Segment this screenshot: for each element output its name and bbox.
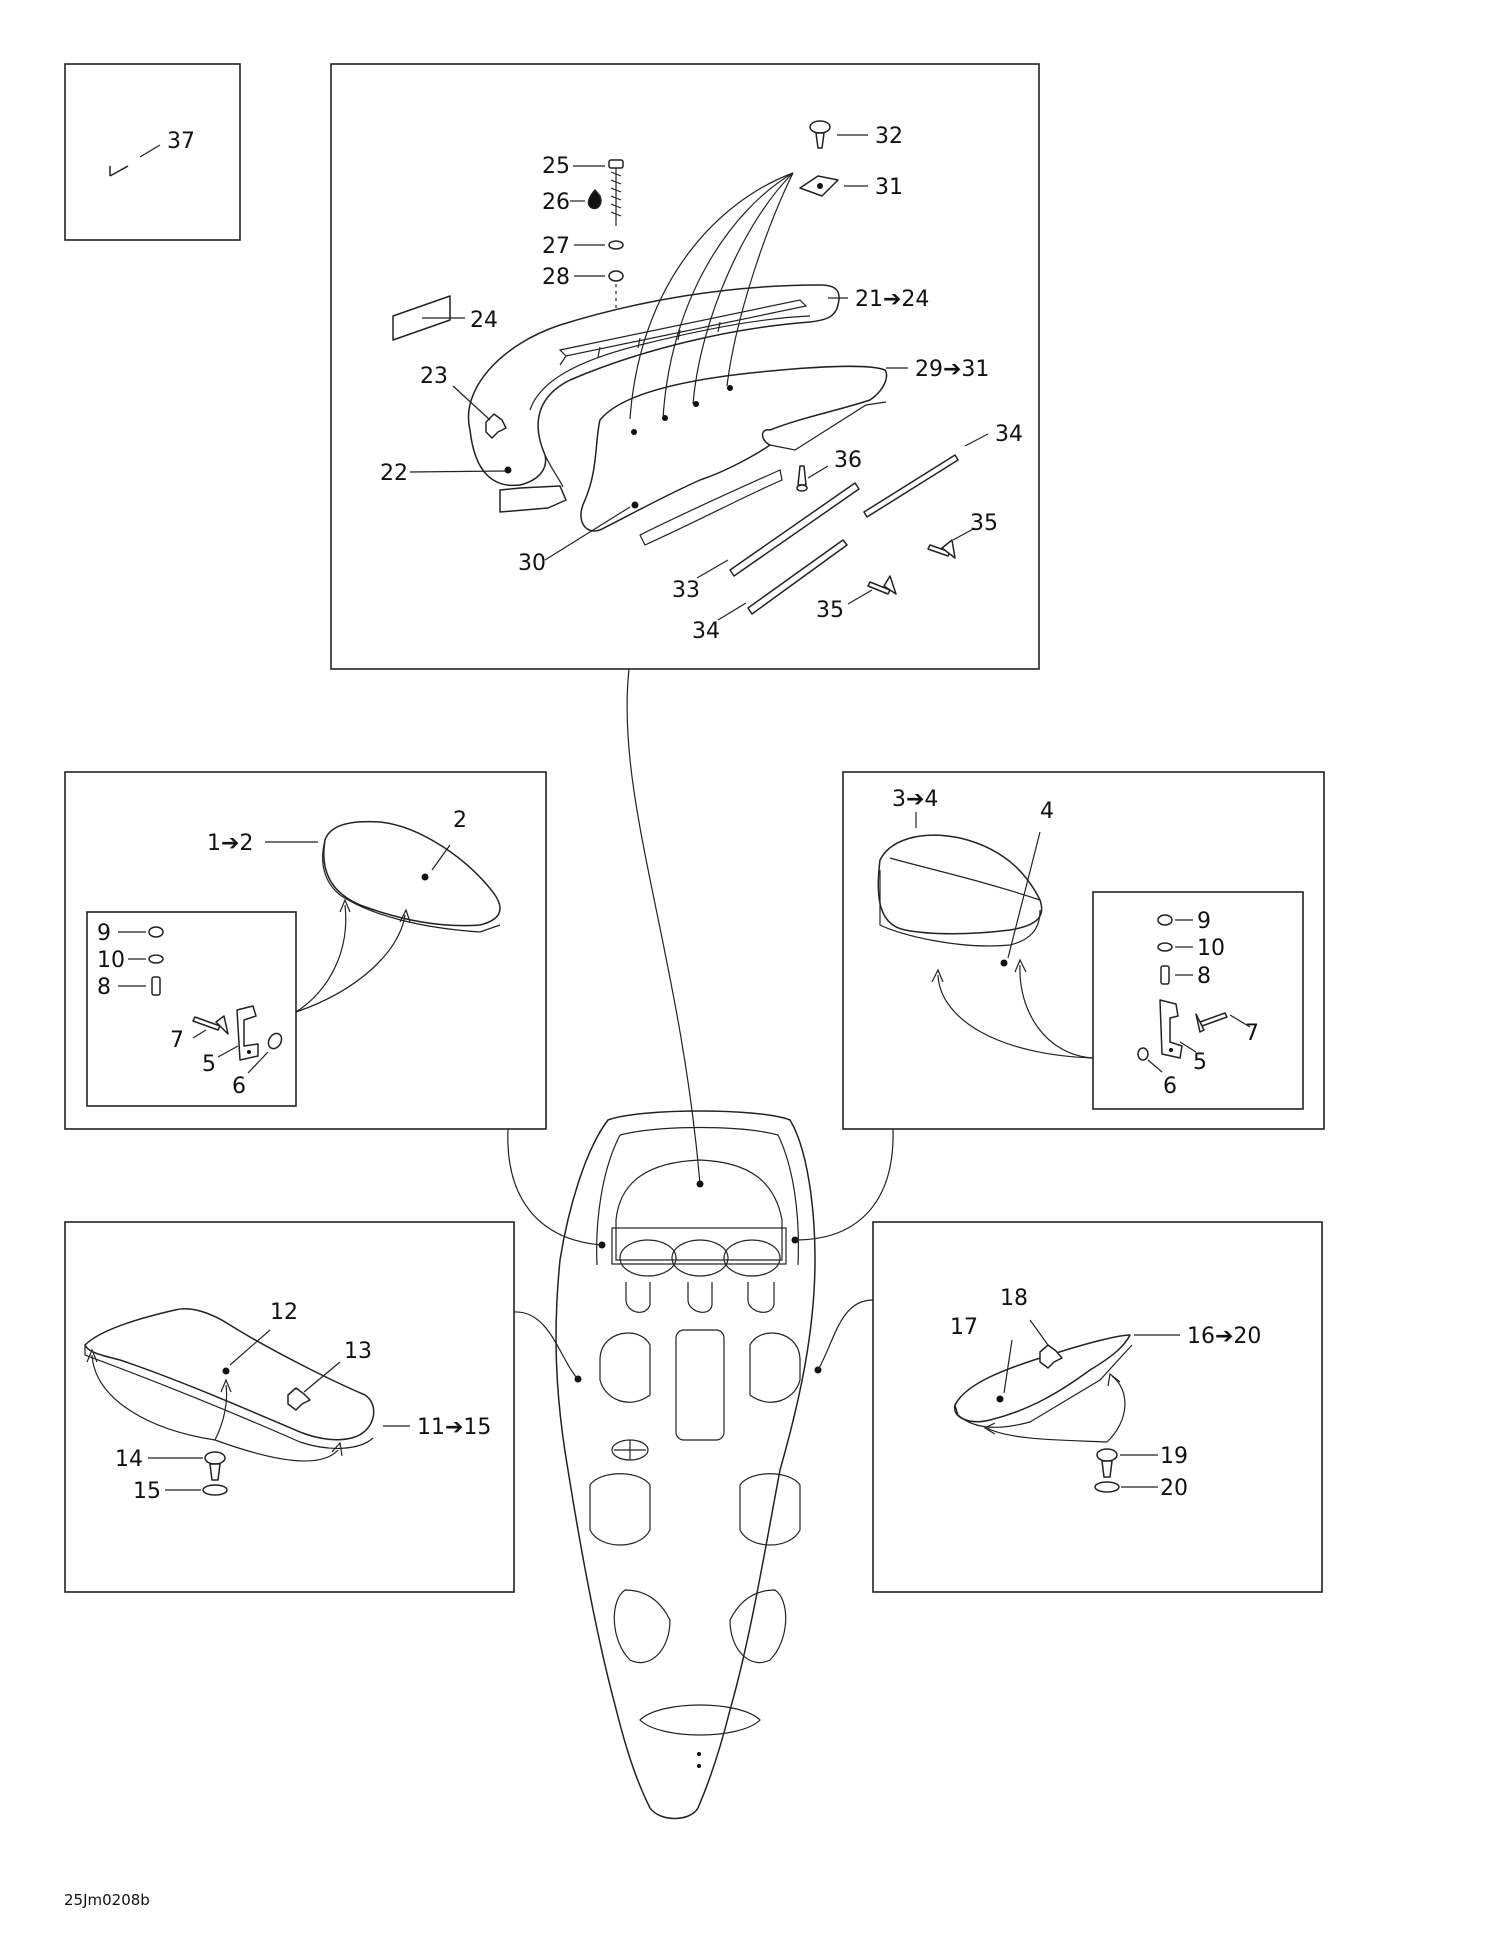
part-37-bracket [109, 165, 129, 177]
part-14-push-clip [204, 1451, 226, 1481]
callout-22: 22 [380, 461, 408, 486]
panel-left-seat: 2 1➔2 9 10 8 7 5 6 [64, 771, 547, 1130]
callout-3-4: 3➔4 [892, 787, 938, 812]
part-19-push-clip [1096, 1448, 1118, 1478]
callout-20: 20 [1160, 1476, 1188, 1501]
hull-deck-overview [555, 1110, 822, 1820]
part-12-long-seat-cushion [84, 1308, 375, 1449]
part-34-trim-strip-lower [747, 539, 848, 615]
part-10-washer [148, 954, 164, 964]
callout-35-lower: 35 [816, 598, 844, 623]
part-5-bracket-left [236, 1005, 259, 1061]
callout-5-left: 5 [202, 1052, 216, 1077]
part-27-washer [608, 240, 624, 250]
callout-34-lower: 34 [692, 619, 720, 644]
callout-19: 19 [1160, 1444, 1188, 1469]
callout-8-left: 8 [97, 975, 111, 1000]
callout-24: 24 [470, 308, 498, 333]
callout-6-right: 6 [1163, 1074, 1177, 1099]
panel-rear-seat: 25 26 27 28 24 22 23 [330, 63, 1040, 670]
part-9-nut [148, 926, 164, 938]
panel-right-seat: 4 3➔4 9 10 8 7 5 6 [842, 771, 1325, 1130]
callout-10-right: 10 [1197, 936, 1225, 961]
part-23-emblem [485, 413, 507, 439]
callout-26: 26 [542, 190, 570, 215]
callout-11-15: 11➔15 [417, 1415, 491, 1440]
callout-2: 2 [453, 808, 467, 833]
panel-bow-seat-left: 12 13 11➔15 14 15 [64, 1221, 515, 1593]
part-8-spacer-right [1160, 965, 1170, 985]
panel-part-37: 37 [64, 63, 241, 241]
part-28-washer [608, 270, 624, 282]
panel-bow-seat-right: 17 18 16➔20 19 20 [872, 1221, 1323, 1593]
part-5-bracket-right [1159, 999, 1183, 1059]
callout-6-left: 6 [232, 1074, 246, 1099]
callout-31: 31 [875, 175, 903, 200]
part-13-emblem [287, 1387, 311, 1411]
callout-8-right: 8 [1197, 964, 1211, 989]
part-22-seat-cushion [467, 284, 840, 513]
callout-32: 32 [875, 124, 903, 149]
part-15-washer [202, 1484, 228, 1496]
part-24-decal [392, 295, 451, 341]
part-9-nut-right [1157, 914, 1173, 926]
callout-9-left: 9 [97, 921, 111, 946]
callout-7-right: 7 [1245, 1021, 1259, 1046]
callout-25: 25 [542, 154, 570, 179]
callout-4-right: 4 [1040, 799, 1054, 824]
part-35-rivet-right [927, 539, 956, 559]
part-35-rivet-lower [867, 575, 897, 595]
part-30-seat-base [580, 365, 888, 546]
callout-14: 14 [115, 1447, 143, 1472]
part-8-spacer [151, 976, 161, 996]
part-26-threadlocker-drop [587, 189, 602, 210]
callout-30: 30 [518, 551, 546, 576]
callout-7-left: 7 [170, 1028, 184, 1053]
part-10-washer-right [1157, 942, 1173, 952]
callout-21-24: 21➔24 [855, 287, 929, 312]
connector-lines [507, 668, 894, 1380]
callout-37: 37 [167, 129, 195, 154]
part-2-left-seat-cushion [322, 820, 501, 933]
callout-27: 27 [542, 234, 570, 259]
callout-33: 33 [672, 578, 700, 603]
part-6-grommet-right [1137, 1047, 1149, 1061]
callout-15: 15 [133, 1479, 161, 1504]
part-4-right-seat-cushion [877, 834, 1043, 947]
part-25-bolt [608, 159, 624, 226]
part-6-grommet-left [267, 1032, 283, 1050]
callout-28: 28 [542, 265, 570, 290]
callout-29-31: 29➔31 [915, 357, 989, 382]
part-20-washer [1094, 1481, 1120, 1493]
part-36-rivet [796, 465, 808, 492]
part-33-trim-strip [729, 482, 860, 577]
callout-17: 17 [950, 1315, 978, 1340]
drawing-code: 25Jm0208b [64, 1891, 150, 1909]
callout-10-left: 10 [97, 948, 125, 973]
callout-36: 36 [834, 448, 862, 473]
callout-5-right: 5 [1193, 1050, 1207, 1075]
callout-12: 12 [270, 1300, 298, 1325]
callout-16-20: 16➔20 [1187, 1324, 1261, 1349]
callout-9-right: 9 [1197, 909, 1211, 934]
part-7-rivet-left [192, 1015, 229, 1035]
part-18-emblem [1039, 1344, 1063, 1369]
part-7-rivet-right [1195, 1012, 1228, 1033]
callout-23: 23 [420, 364, 448, 389]
part-32-push-clip [809, 120, 831, 149]
part-34-trim-strip-upper [863, 454, 959, 518]
callout-13: 13 [344, 1339, 372, 1364]
callout-34-upper: 34 [995, 422, 1023, 447]
callout-1-2: 1➔2 [207, 831, 253, 856]
callout-35-right: 35 [970, 511, 998, 536]
callout-18: 18 [1000, 1286, 1028, 1311]
